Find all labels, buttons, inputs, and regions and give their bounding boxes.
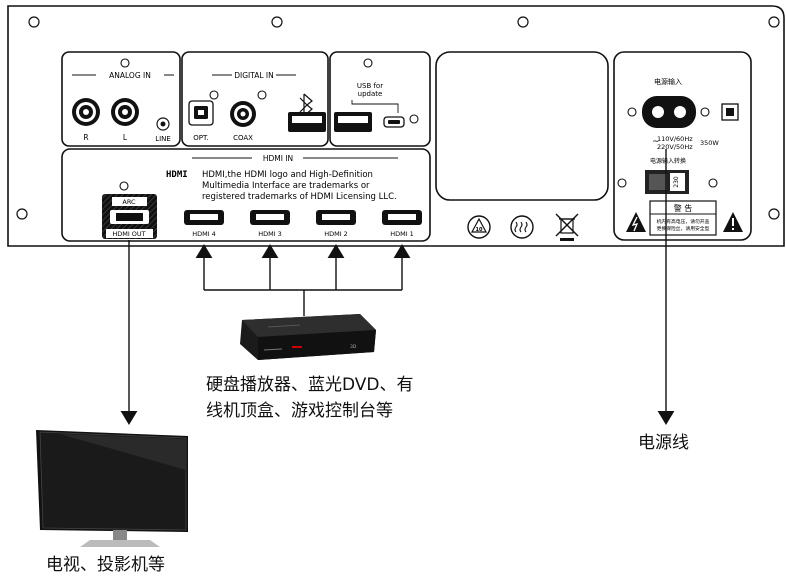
media-player-illustration: 3D [240, 314, 376, 360]
hdmi-notice-line1: HDMI,the HDMI logo and High-Definition [202, 170, 373, 180]
rca-jack-r[interactable] [72, 98, 100, 126]
voltage-switch-label: 电源输入转换 [650, 157, 686, 165]
hdmi-3-label: HDMI 3 [258, 230, 282, 238]
screw-hole [617, 178, 627, 188]
screw-hole [517, 16, 529, 28]
high-voltage-icon [626, 212, 646, 232]
tv-projector-label: 电视、投影机等 [46, 555, 165, 575]
power-wattage: 350W [700, 139, 719, 147]
power-spec-2: 220V/50Hz [657, 143, 693, 151]
power-spec-1: 110V/60Hz [657, 135, 693, 143]
power-cord-label: 电源线 [638, 433, 689, 453]
hdmi-2-label: HDMI 2 [324, 230, 348, 238]
hdmi-4-port[interactable] [184, 210, 224, 225]
hdmi-out-arc-port[interactable] [102, 194, 157, 239]
arc-label: ARC [122, 198, 136, 206]
hdmi-out-label: HDMI OUT [112, 230, 145, 238]
hdmi-1-label: HDMI 1 [390, 230, 414, 238]
screw-hole [409, 114, 419, 124]
rca-jack-l[interactable] [111, 98, 139, 126]
tv-illustration [36, 430, 188, 547]
usb-section: USB for update [329, 51, 431, 147]
opt-label: OPT. [193, 134, 208, 142]
bluetooth-usb-port[interactable] [288, 112, 326, 132]
weee-bin-icon [555, 213, 579, 241]
blank-plate [435, 51, 609, 201]
voltage-selector-switch[interactable] [645, 170, 689, 194]
caution-icon [723, 212, 743, 232]
source-devices-label-line2: 线机顶盒、游戏控制台等 [206, 401, 393, 421]
screw-hole [28, 16, 40, 28]
recycle-mark-icon: 10 [467, 215, 491, 239]
hot-surface-icon [510, 215, 534, 239]
screw-hole [271, 16, 283, 28]
optical-port[interactable] [188, 100, 214, 126]
usb-label-line1: USB for [357, 82, 383, 90]
screw-hole [119, 181, 129, 191]
screw-hole [257, 90, 267, 100]
usb-label-line2: update [358, 90, 383, 98]
screw-hole [768, 16, 780, 28]
digital-in-title: DIGITAL IN [234, 71, 274, 80]
line-label: LINE [155, 135, 171, 143]
screw-hole [700, 107, 710, 117]
hdmi-4-label: HDMI 4 [192, 230, 216, 238]
analog-in-title: ANALOG IN [109, 71, 151, 80]
screw-hole [627, 107, 637, 117]
svg-text:10: 10 [476, 227, 483, 233]
warning-box [649, 200, 717, 236]
r-label: R [83, 133, 88, 142]
power-section: 电源输入 ~ 110V/60Hz 220V/50Hz 350W 电源输入转换 2… [613, 51, 752, 241]
hdmi-3-port[interactable] [250, 210, 290, 225]
hdmi-1-port[interactable] [382, 210, 422, 225]
coax-jack[interactable] [230, 101, 256, 127]
digital-in-section: DIGITAL IN OPT. COAX [181, 51, 329, 147]
ac-inlet-port[interactable] [642, 96, 696, 128]
warning-line-1: 机内有高电压，请勿开盖 [657, 218, 710, 225]
hdmi-logo: HDMI [166, 170, 188, 180]
power-input-title: 电源输入 [654, 77, 682, 86]
ac-tilde: ~ [652, 137, 660, 147]
svg-text:3D: 3D [350, 344, 357, 350]
certification-icons: 10 [467, 213, 579, 241]
source-connections [195, 244, 411, 316]
coax-label: COAX [233, 134, 253, 142]
screw-hole [16, 208, 28, 220]
screw-hole [768, 208, 780, 220]
hdmi-2-port[interactable] [316, 210, 356, 225]
l-label: L [123, 133, 128, 142]
micro-usb-port[interactable] [383, 116, 405, 128]
screw-hole [209, 90, 219, 100]
warning-title: 警 告 [674, 203, 693, 213]
screw-hole [120, 58, 130, 68]
screw-hole [363, 58, 373, 68]
line-jack[interactable] [156, 117, 170, 131]
screw-hole [708, 178, 718, 188]
usb-a-port[interactable] [334, 112, 372, 132]
voltage-switch-value: 230 [673, 176, 680, 188]
hdmi-notice-line2: Multimedia Interface are trademarks or [202, 181, 370, 191]
power-button[interactable] [721, 103, 739, 121]
hdmi-in-section: HDMI IN HDMI HDMI,the HDMI logo and High… [61, 148, 431, 242]
warning-line-2: 更换保险丝，请用安全型 [657, 225, 710, 232]
analog-in-section: ANALOG IN R L LINE [61, 51, 181, 147]
hdmi-in-title: HDMI IN [263, 154, 293, 163]
hdmi-notice-line3: registered trademarks of HDMI Licensing … [202, 192, 397, 202]
source-devices-label-line1: 硬盘播放器、蓝光DVD、有 [206, 375, 414, 395]
